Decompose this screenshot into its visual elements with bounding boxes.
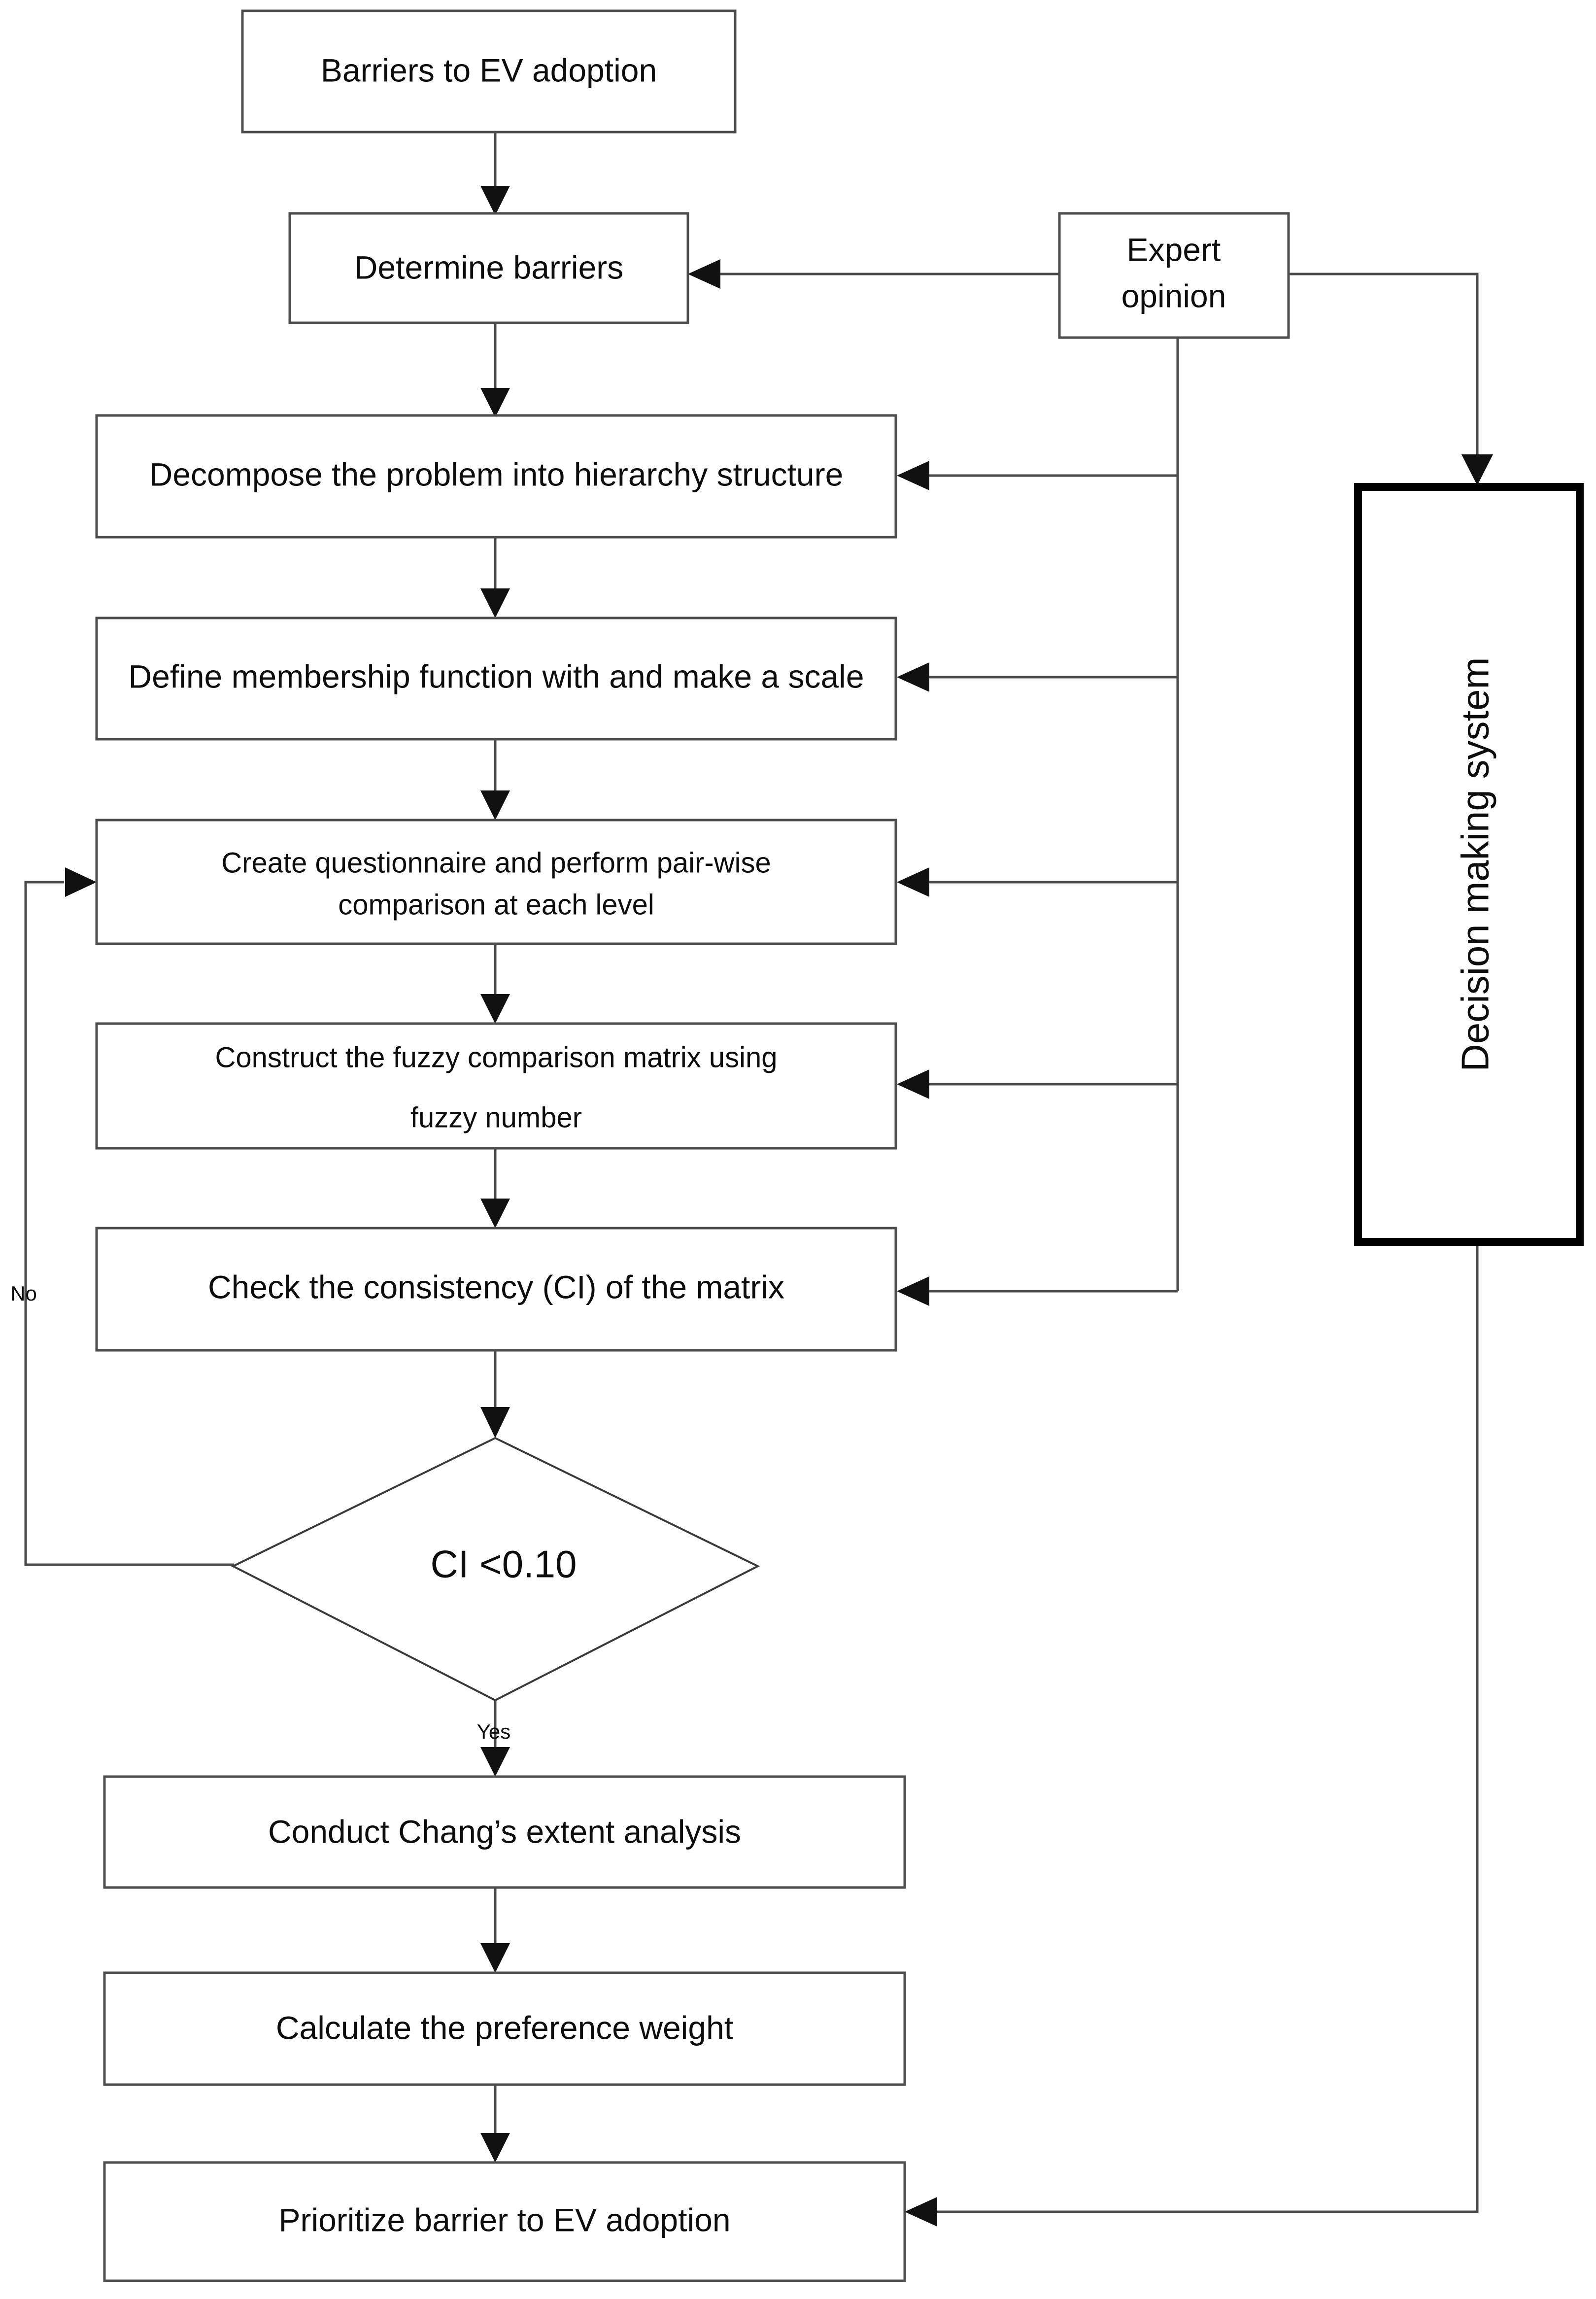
node-decompose-problem[interactable]: Decompose the problem into hierarchy str…	[95, 414, 897, 539]
node-decision-ci[interactable]: CI <0.10	[231, 1437, 760, 1702]
edge-membership-to-questionnaire	[480, 739, 510, 820]
edge-expert-to-questionnaire	[897, 867, 1178, 897]
edge-questionnaire-to-fuzzymatrix	[480, 944, 510, 1024]
edge-fuzzymatrix-to-consistency	[480, 1148, 510, 1228]
edge-chang-to-weight	[480, 1887, 510, 1973]
node-determine-label: Determine barriers	[354, 249, 624, 285]
node-decompose-label: Decompose the problem into hierarchy str…	[149, 456, 844, 492]
node-start-label: Barriers to EV adoption	[321, 52, 657, 88]
edge-expert-to-decompose	[897, 461, 1178, 490]
node-calculate-weight[interactable]: Calculate the preference weight	[103, 1971, 906, 2086]
node-consistency-label: Check the consistency (CI) of the matrix	[208, 1269, 784, 1305]
edge-expert-to-fuzzymatrix	[897, 1069, 1178, 1099]
edge-expert-to-membership	[897, 662, 1178, 692]
edge-start-to-determine	[480, 132, 510, 215]
edge-label-no: No	[10, 1282, 37, 1305]
node-define-membership[interactable]: Define membership function with and make…	[95, 617, 897, 741]
edge-weight-to-prioritize	[480, 2085, 510, 2162]
edge-no-feedback-loop	[24, 867, 234, 1566]
node-expert-opinion[interactable]: Expert opinion	[1058, 212, 1290, 339]
node-dms-label: Decision making system	[1454, 657, 1497, 1072]
edge-expert-to-consistency	[897, 1276, 1178, 1306]
edge-decision-to-chang	[480, 1700, 510, 1777]
edge-expert-to-determine	[688, 259, 1059, 289]
node-expert-label-line1: Expert	[1127, 231, 1221, 268]
node-weight-label: Calculate the preference weight	[276, 2009, 733, 2046]
edge-dms-to-prioritize	[905, 1242, 1479, 2227]
node-decision-label: CI <0.10	[430, 1543, 577, 1586]
node-fuzzy-matrix[interactable]: Construct the fuzzy comparison matrix us…	[95, 1022, 897, 1150]
node-prioritize-barrier[interactable]: Prioritize barrier to EV adoption	[103, 2161, 906, 2282]
node-start[interactable]: Barriers to EV adoption	[241, 9, 737, 134]
node-questionnaire-label-line1: Create questionnaire and perform pair-wi…	[221, 847, 771, 879]
node-fuzzymatrix-label-line2: fuzzy number	[410, 1101, 582, 1133]
edge-label-yes: Yes	[477, 1720, 511, 1743]
node-fuzzymatrix-label-line1: Construct the fuzzy comparison matrix us…	[215, 1041, 777, 1073]
node-decision-making-system[interactable]: Decision making system	[1354, 483, 1584, 1246]
edge-consistency-to-decision	[480, 1350, 510, 1438]
node-prioritize-label: Prioritize barrier to EV adoption	[278, 2201, 730, 2238]
node-membership-label: Define membership function with and make…	[128, 658, 864, 694]
node-chang-label: Conduct Chang’s extent analysis	[268, 1813, 741, 1850]
node-questionnaire-label-line2: comparison at each level	[338, 889, 654, 921]
edge-decompose-to-membership	[480, 537, 510, 618]
node-create-questionnaire[interactable]: Create questionnaire and perform pair-wi…	[95, 819, 897, 945]
node-check-consistency[interactable]: Check the consistency (CI) of the matrix	[95, 1227, 897, 1352]
node-chang-extent-analysis[interactable]: Conduct Chang’s extent analysis	[103, 1775, 906, 1889]
edge-determine-to-decompose	[480, 323, 510, 417]
edge-expert-to-dms	[1289, 273, 1493, 485]
node-determine-barriers[interactable]: Determine barriers	[288, 212, 689, 324]
node-expert-label-line2: opinion	[1121, 277, 1226, 314]
